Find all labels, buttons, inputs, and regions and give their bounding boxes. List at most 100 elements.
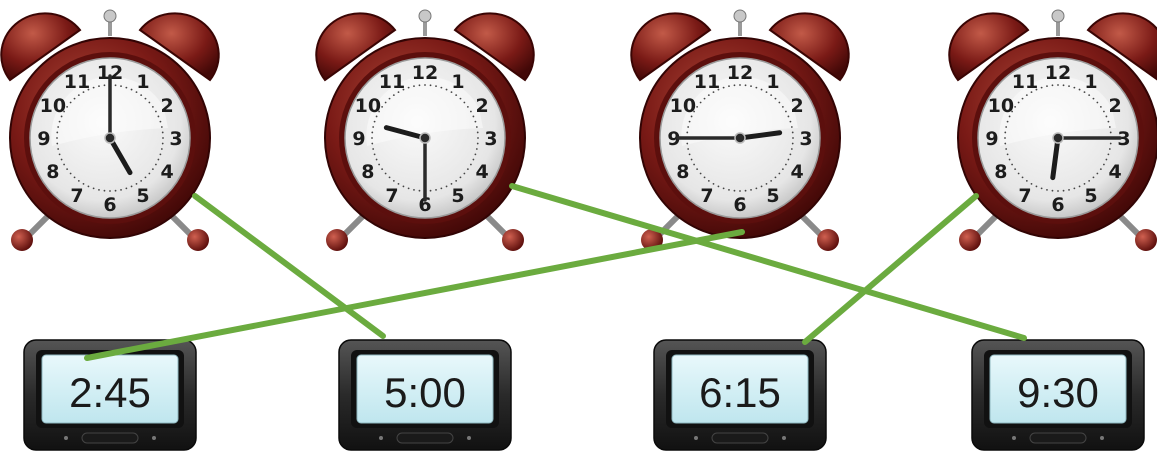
minute-tick: [475, 153, 477, 155]
clock-number: 4: [161, 161, 174, 183]
clock-number: 11: [64, 71, 90, 93]
minute-tick: [791, 126, 793, 128]
clock-foot: [502, 229, 524, 251]
minute-tick: [473, 116, 475, 118]
match-line-1[interactable]: [195, 196, 383, 336]
minute-tick: [125, 188, 127, 190]
minute-tick: [739, 84, 741, 86]
clock-number: 12: [412, 62, 438, 84]
minute-tick: [687, 148, 689, 150]
minute-tick: [145, 176, 147, 178]
minute-tick: [1103, 164, 1105, 166]
minute-tick: [78, 94, 80, 96]
minute-tick: [1079, 89, 1081, 91]
minute-tick: [1108, 121, 1110, 123]
minute-tick: [696, 106, 698, 108]
digital-clock-button: [1030, 433, 1086, 443]
minute-tick: [477, 137, 479, 139]
minute-tick: [1011, 164, 1013, 166]
clock-number: 5: [1084, 185, 1097, 207]
minute-tick: [687, 126, 689, 128]
minute-tick: [778, 173, 780, 175]
minute-tick: [792, 137, 794, 139]
minute-tick: [1026, 180, 1028, 182]
clock-number: 10: [670, 95, 696, 117]
minute-tick: [476, 148, 478, 150]
minute-tick: [708, 94, 710, 96]
minute-tick: [158, 159, 160, 161]
minute-tick: [56, 137, 58, 139]
minute-tick: [371, 132, 373, 134]
clock-number: 6: [103, 194, 116, 216]
minute-tick: [782, 106, 784, 108]
digital-clock-dot: [1012, 436, 1016, 440]
minute-tick: [723, 188, 725, 190]
clock-knob: [1052, 10, 1064, 22]
minute-tick: [1004, 132, 1006, 134]
minute-tick: [88, 186, 90, 188]
minute-tick: [440, 188, 442, 190]
clock-number: 2: [161, 95, 174, 117]
minute-tick: [739, 190, 741, 192]
minute-tick: [696, 168, 698, 170]
match-line-4[interactable]: [805, 196, 976, 342]
minute-tick: [785, 111, 787, 113]
minute-tick: [78, 180, 80, 182]
minute-tick: [1022, 176, 1024, 178]
minute-tick: [792, 143, 794, 145]
minute-tick: [455, 94, 457, 96]
minute-tick: [140, 180, 142, 182]
minute-tick: [700, 102, 702, 104]
digital-clock-2[interactable]: 5:00: [339, 340, 511, 450]
minute-tick: [770, 180, 772, 182]
clock-number: 4: [476, 161, 489, 183]
minute-tick: [430, 84, 432, 86]
clock-number: 8: [676, 161, 689, 183]
minute-tick: [74, 98, 76, 100]
minute-tick: [152, 106, 154, 108]
minute-tick: [788, 159, 790, 161]
minute-tick: [689, 153, 691, 155]
minute-tick: [745, 84, 747, 86]
minute-tick: [376, 159, 378, 161]
clock-number: 5: [766, 185, 779, 207]
minute-tick: [761, 89, 763, 91]
minute-tick: [467, 106, 469, 108]
clock-number: 7: [1018, 185, 1031, 207]
clock-number: 3: [484, 128, 497, 150]
minute-tick: [1014, 106, 1016, 108]
clock-number: 9: [985, 128, 998, 150]
minute-tick: [98, 189, 100, 191]
minute-tick: [791, 148, 793, 150]
minute-tick: [59, 121, 61, 123]
minute-tick: [775, 176, 777, 178]
minute-tick: [408, 188, 410, 190]
minute-tick: [476, 126, 478, 128]
minute-tick: [1109, 148, 1111, 150]
minute-tick: [120, 189, 122, 191]
match-line-3[interactable]: [87, 232, 742, 358]
minute-tick: [477, 132, 479, 134]
minute-tick: [1093, 98, 1095, 100]
minute-tick: [1046, 85, 1048, 87]
minute-tick: [1106, 116, 1108, 118]
minute-tick: [704, 176, 706, 178]
minute-tick: [455, 180, 457, 182]
minute-tick: [1005, 148, 1007, 150]
digital-clock-4[interactable]: 9:30: [972, 340, 1144, 450]
minute-tick: [1068, 189, 1070, 191]
minute-tick: [470, 111, 472, 113]
minute-tick: [1063, 84, 1065, 86]
digital-clock-3[interactable]: 6:15: [654, 340, 826, 450]
minute-tick: [374, 153, 376, 155]
digital-clock-dot: [694, 436, 698, 440]
minute-tick: [158, 116, 160, 118]
minute-tick: [1100, 168, 1102, 170]
clock-number: 10: [40, 95, 66, 117]
minute-tick: [148, 102, 150, 104]
minute-tick: [1109, 126, 1111, 128]
